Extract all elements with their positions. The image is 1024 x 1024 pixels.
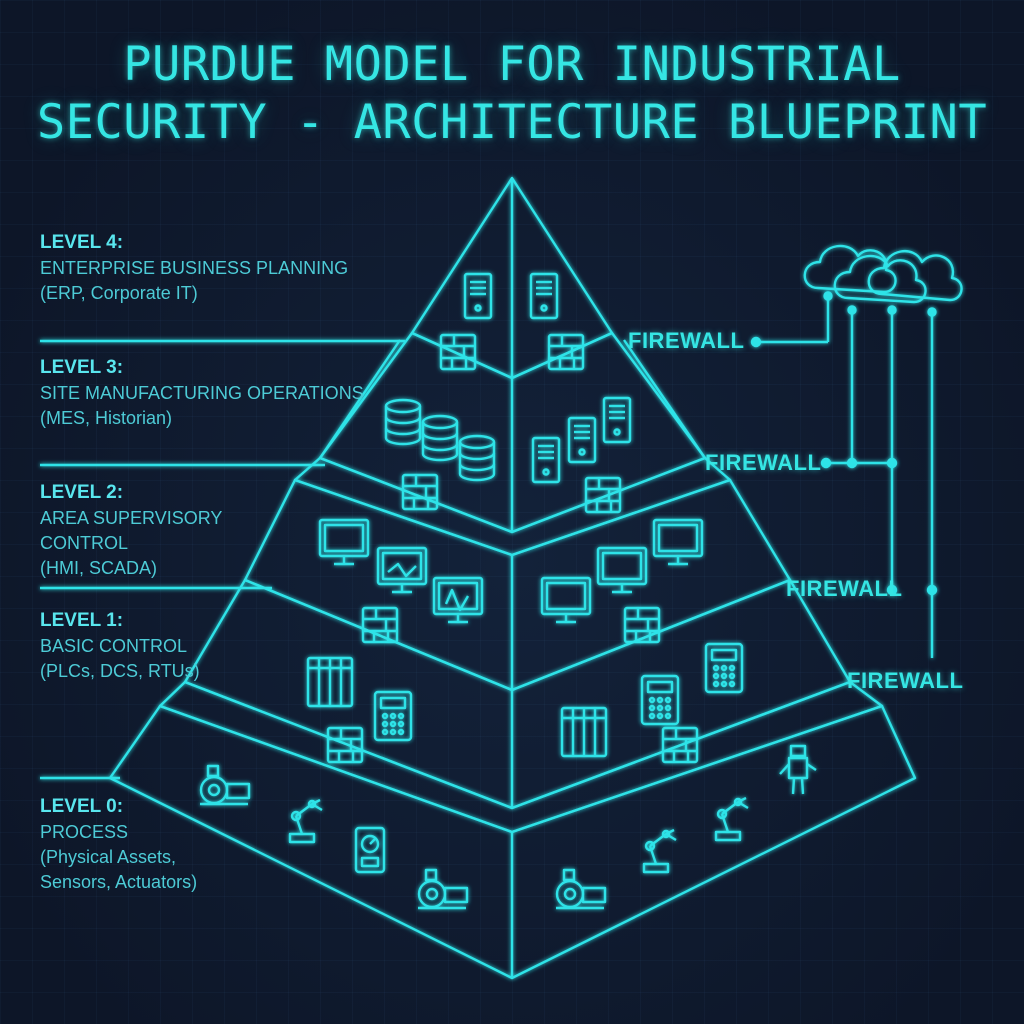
level-0-examples-line-1: (Physical Assets, — [40, 847, 177, 867]
robot-arm-icon — [288, 798, 324, 844]
keypad-controller-icon — [704, 642, 744, 694]
keypad-controller-icon — [640, 674, 680, 726]
level-4-examples: (ERP, Corporate IT) — [40, 283, 198, 303]
level-4-heading: LEVEL 4: — [40, 232, 124, 253]
monitor-icon — [540, 576, 592, 624]
server-icon — [567, 416, 597, 464]
gauge-icon — [354, 826, 386, 874]
connection-nodes — [750, 291, 938, 596]
monitor-icon — [596, 546, 648, 594]
level-4-name: ENTERPRISE BUSINESS PLANNING — [40, 258, 349, 278]
level-3-name: SITE MANUFACTURING OPERATIONS — [40, 383, 364, 403]
pyramid-tier-level-2 — [243, 456, 792, 692]
trend-line-icon — [387, 562, 417, 578]
robot-icon — [778, 744, 818, 796]
pump-icon — [416, 868, 469, 910]
plc-icon — [560, 706, 608, 758]
pump-icon — [198, 764, 251, 806]
cloud-icon — [803, 244, 963, 304]
level-2-heading: LEVEL 2: — [40, 482, 124, 503]
server-icon — [531, 436, 561, 484]
brick-firewall-icon — [623, 606, 661, 644]
brick-firewall-icon — [547, 333, 585, 371]
level-2-examples: (HMI, SCADA) — [40, 558, 157, 578]
firewall-network-lines — [756, 296, 934, 658]
pyramid-tier-level-0 — [108, 680, 917, 980]
brick-firewall-icon — [326, 726, 364, 764]
brick-firewall-icon — [439, 333, 477, 371]
server-icon — [529, 272, 559, 320]
level-4-label: LEVEL 4: ENTERPRISE BUSINESS PLANNING (E… — [40, 230, 348, 306]
server-icon — [602, 396, 632, 444]
database-icon — [384, 398, 422, 446]
diagram-title-line-1: PURDUE MODEL FOR INDUSTRIAL — [123, 37, 901, 92]
monitor-icon — [652, 518, 704, 566]
robot-arm-icon — [714, 796, 750, 842]
monitor-icon — [318, 518, 370, 566]
level-0-name: PROCESS — [40, 822, 129, 842]
level-2-name-line-1: AREA SUPERVISORY — [40, 508, 223, 528]
level-3-heading: LEVEL 3: — [40, 357, 124, 378]
robot-arm-icon — [642, 828, 678, 874]
firewall-label-2: FIREWALL — [705, 450, 822, 475]
keypad-controller-icon — [373, 690, 413, 742]
level-0-label: LEVEL 0: PROCESS (Physical Assets, Senso… — [40, 794, 197, 895]
diagram-title-line-2: SECURITY - ARCHITECTURE BLUEPRINT — [36, 95, 988, 150]
plc-icon — [306, 656, 354, 708]
level-3-examples: (MES, Historian) — [40, 408, 173, 428]
level-2-label: LEVEL 2: AREA SUPERVISORY CONTROL (HMI, … — [40, 480, 222, 581]
pump-icon — [554, 868, 607, 910]
level-2-name-line-2: CONTROL — [40, 533, 129, 553]
level-1-name: BASIC CONTROL — [40, 636, 188, 656]
firewall-label-4: FIREWALL — [847, 668, 964, 693]
level-1-heading: LEVEL 1: — [40, 610, 124, 631]
monitor-icon — [432, 576, 484, 624]
pyramid-tier-level-1 — [183, 578, 852, 810]
level-0-examples-line-2: Sensors, Actuators) — [40, 872, 198, 892]
server-icon — [463, 272, 493, 320]
level-0-heading: LEVEL 0: — [40, 796, 124, 817]
level-1-examples: (PLCs, DCS, RTUs) — [40, 661, 200, 681]
firewall-label-1: FIREWALL — [628, 328, 745, 353]
level-3-label: LEVEL 3: SITE MANUFACTURING OPERATIONS (… — [40, 355, 364, 431]
database-icon — [458, 434, 496, 482]
brick-firewall-icon — [584, 476, 622, 514]
level-separator-lines — [40, 339, 405, 780]
level-1-label: LEVEL 1: BASIC CONTROL (PLCs, DCS, RTUs) — [40, 608, 200, 684]
firewall-label-3: FIREWALL — [786, 576, 903, 601]
waveform-icon — [444, 588, 470, 612]
database-icon — [421, 414, 459, 462]
